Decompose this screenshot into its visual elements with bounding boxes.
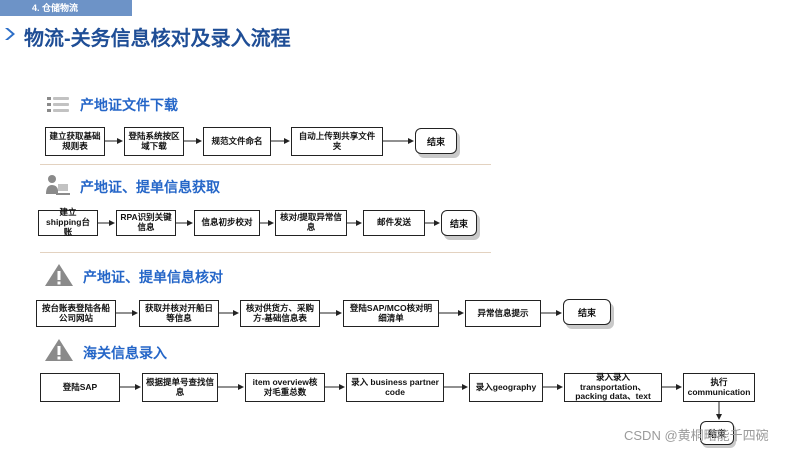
section-title-4: 海关信息录入 — [83, 345, 167, 361]
flow-step-3-3: 核对供货方、采购方-基础信息表 — [240, 300, 320, 327]
flow-step-2-1: 建立shipping台账 — [38, 207, 98, 237]
flow-step-1-3: 规范文件命名 — [203, 127, 271, 156]
person-at-desk-icon — [46, 175, 70, 195]
watermark: CSDN @黄桐略能千四碗 — [624, 428, 769, 443]
end-node-1: 结束 — [415, 128, 457, 154]
flow-step-4-7: 执行communication — [683, 373, 755, 402]
end-node-3: 结束 — [563, 299, 611, 325]
flow-step-1-2: 登陆系统按区域下载 — [124, 127, 184, 156]
end-node-2: 结束 — [441, 210, 477, 236]
flow-step-1-4: 自动上传到共享文件夹 — [291, 127, 383, 156]
flow-step-3-4: 登陆SAP/MCO核对明细清单 — [343, 300, 439, 327]
section-divider-1 — [40, 164, 491, 165]
section-title-3: 产地证、提单信息核对 — [83, 269, 223, 285]
flow-step-2-4: 核对/提取异常信息 — [275, 210, 347, 236]
section-title-1: 产地证文件下载 — [80, 97, 178, 113]
flow-step-4-3: item overview核对毛重总数 — [245, 373, 325, 402]
warning-icon — [45, 264, 73, 286]
flow-step-3-1: 按台账表登陆各船公司网站 — [36, 300, 116, 327]
page-title: 物流-关务信息核对及录入流程 — [24, 28, 291, 50]
flow-step-4-6: 录入录入transportation、packing data、text — [564, 372, 662, 402]
flow-step-4-5: 录入geography — [469, 373, 543, 402]
section-title-2: 产地证、提单信息获取 — [80, 179, 220, 195]
checklist-icon — [47, 97, 69, 112]
section-divider-2 — [40, 252, 491, 253]
flow-step-1-1: 建立获取基础规则表 — [45, 127, 105, 156]
flow-step-2-2: RPA识别关键信息 — [116, 210, 176, 236]
end-node-4: 结束 — [700, 421, 734, 445]
warning-icon — [45, 339, 73, 361]
flow-step-2-3: 信息初步校对 — [194, 210, 260, 236]
flow-step-3-2: 获取并核对开船日等信息 — [139, 300, 219, 327]
flow-step-3-5: 异常信息提示 — [465, 300, 541, 327]
section-tag: 4. 仓储物流 — [0, 0, 132, 16]
flow-step-2-5: 邮件发送 — [363, 210, 425, 236]
flow-step-4-2: 根据提单号查找信息 — [142, 373, 218, 402]
chevron-right-icon — [5, 28, 15, 40]
flow-step-4-1: 登陆SAP — [40, 373, 120, 402]
flow-step-4-4: 录入 business partner code — [346, 373, 444, 402]
